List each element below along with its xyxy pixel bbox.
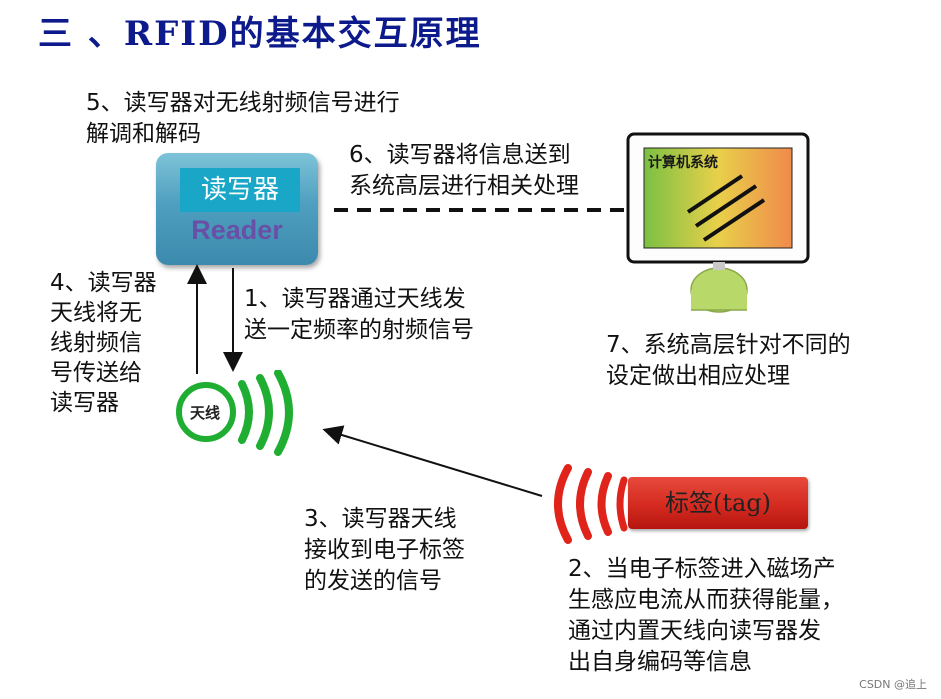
page-title: 三 、RFID的基本交互原理: [38, 14, 482, 54]
reader-antenna-arrows: [187, 264, 243, 374]
reader-computer-dashed-link: [334, 208, 626, 212]
step-6-text: 6、读写器将信息送到 系统高层进行相关处理: [349, 140, 579, 202]
step-1-line-2: 送一定频率的射频信号: [244, 317, 474, 343]
computer-monitor-icon: [626, 132, 810, 313]
step-3-line-2: 接收到电子标签: [304, 537, 465, 563]
step-2-line-3: 通过内置天线向读写器发: [568, 618, 821, 644]
computer-label: 计算机系统: [648, 155, 718, 171]
step-2-line-4: 出自身编码等信息: [568, 649, 752, 675]
step-2-line-1: 2、当电子标签进入磁场产: [568, 556, 836, 582]
rfid-tag: 标签(tag): [628, 477, 808, 529]
step-5-line-2: 解调和解码: [86, 121, 201, 147]
step-7-line-2: 设定做出相应处理: [606, 363, 790, 389]
step-3-text: 3、读写器天线 接收到电子标签 的发送的信号: [304, 504, 465, 597]
step-6-line-1: 6、读写器将信息送到: [349, 142, 571, 168]
step-7-line-1: 7、系统高层针对不同的: [606, 332, 851, 358]
watermark: CSDN @追上: [859, 678, 927, 691]
tag-signal-waves-icon: [554, 464, 628, 544]
step-7-text: 7、系统高层针对不同的 设定做出相应处理: [606, 330, 851, 392]
step-4-text: 4、读写器 天线将无 线射频信 号传送给 读写器: [50, 268, 157, 418]
step-4-line-5: 读写器: [50, 390, 119, 416]
reader-device: 读写器 Reader: [156, 153, 318, 265]
step-2-text: 2、当电子标签进入磁场产 生感应电流从而获得能量， 通过内置天线向读写器发 出自…: [568, 554, 844, 678]
step-1-line-1: 1、读写器通过天线发: [244, 286, 466, 312]
antenna-icon: [176, 370, 293, 456]
step-3-line-3: 的发送的信号: [304, 568, 442, 594]
reader-label-en: Reader: [191, 215, 283, 245]
step-4-line-4: 号传送给: [50, 360, 142, 386]
reader-label-cn: 读写器: [180, 168, 300, 212]
step-1-text: 1、读写器通过天线发 送一定频率的射频信号: [244, 284, 474, 346]
step-4-line-2: 天线将无: [50, 300, 142, 326]
step-3-line-1: 3、读写器天线: [304, 506, 457, 532]
step-6-line-2: 系统高层进行相关处理: [349, 173, 579, 199]
antenna-label: 天线: [190, 404, 221, 422]
step-4-line-1: 4、读写器: [50, 270, 157, 296]
step-5-line-1: 5、读写器对无线射频信号进行: [86, 90, 400, 116]
tag-to-antenna-arrow: [322, 425, 543, 497]
step-4-line-3: 线射频信: [50, 330, 142, 356]
step-5-text: 5、读写器对无线射频信号进行 解调和解码: [86, 88, 400, 150]
step-2-line-2: 生感应电流从而获得能量，: [568, 587, 844, 613]
